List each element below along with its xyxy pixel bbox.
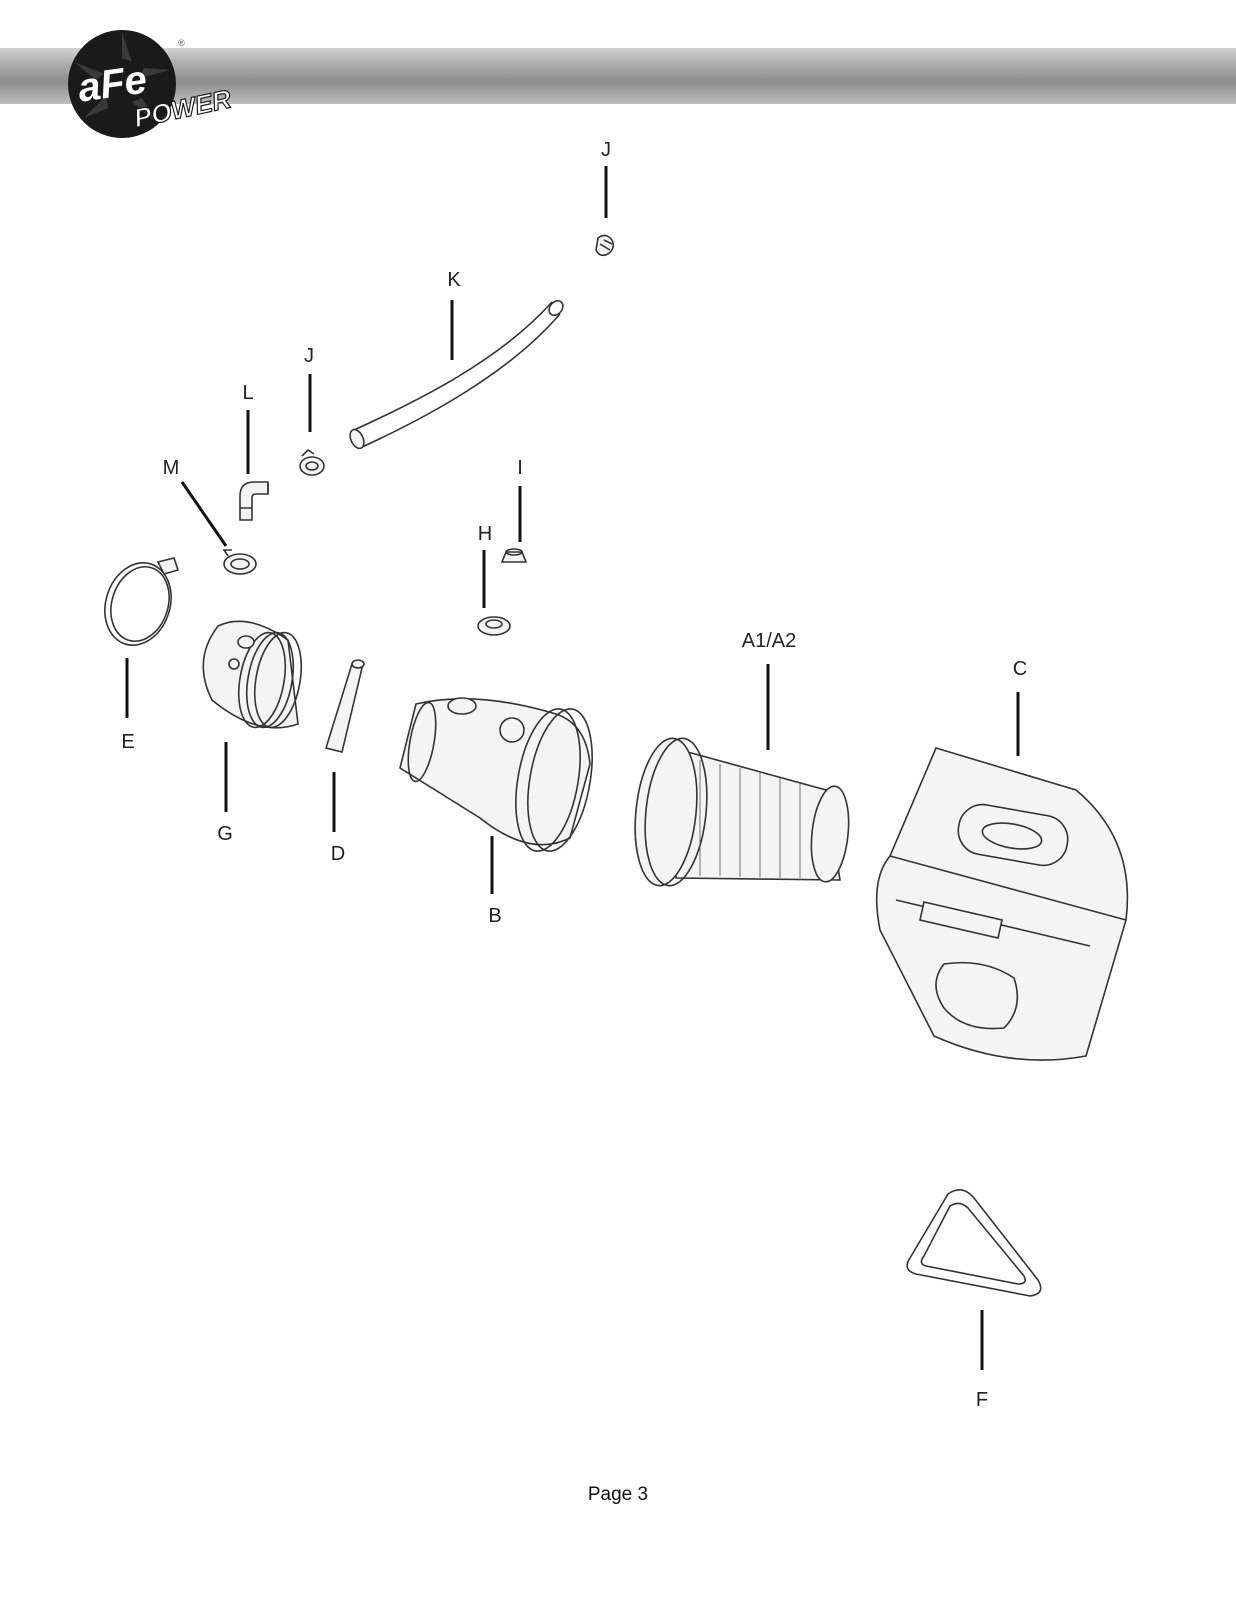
callout-c: C: [1013, 658, 1027, 680]
part-i-grommet: [500, 548, 528, 563]
afe-power-logo: aFe POWER ®: [68, 30, 234, 138]
callout-h: H: [478, 523, 492, 545]
part-b-intake-tube: [399, 697, 593, 852]
callout-b: B: [488, 905, 501, 927]
leader-m: [180, 481, 228, 547]
callout-e: E: [121, 731, 134, 753]
callout-i: I: [517, 457, 523, 479]
part-k-hose: [349, 299, 564, 450]
callout-j-mid: J: [304, 345, 314, 367]
callout-f: F: [976, 1389, 988, 1411]
svg-text:®: ®: [178, 38, 185, 48]
callout-g: G: [217, 823, 233, 845]
callout-k: K: [447, 269, 461, 291]
page-number: Page 3: [587, 1484, 649, 1505]
part-m-clamp: [222, 549, 257, 575]
part-j-top-clamp: [595, 234, 615, 257]
part-a1-a2-air-filter: [634, 737, 850, 887]
part-c-air-box-housing: [875, 747, 1129, 1061]
part-l-elbow-fitting: [239, 481, 269, 521]
part-j-mid-clamp: [299, 448, 325, 476]
part-d-coupler-band: [324, 659, 365, 753]
part-e-hose-clamp: [104, 557, 180, 646]
callout-m: M: [163, 457, 180, 479]
part-h-ring-grommet: [477, 616, 511, 636]
callout-d: D: [331, 843, 345, 865]
callout-a1-a2: A1/A2: [742, 630, 796, 652]
callout-j-top: J: [601, 139, 611, 161]
part-f-gasket: [906, 1189, 1042, 1297]
header-bar: [0, 48, 1236, 104]
part-g-coupler: [202, 620, 303, 729]
logo-text: aFe: [75, 57, 149, 110]
callout-l: L: [242, 382, 253, 404]
